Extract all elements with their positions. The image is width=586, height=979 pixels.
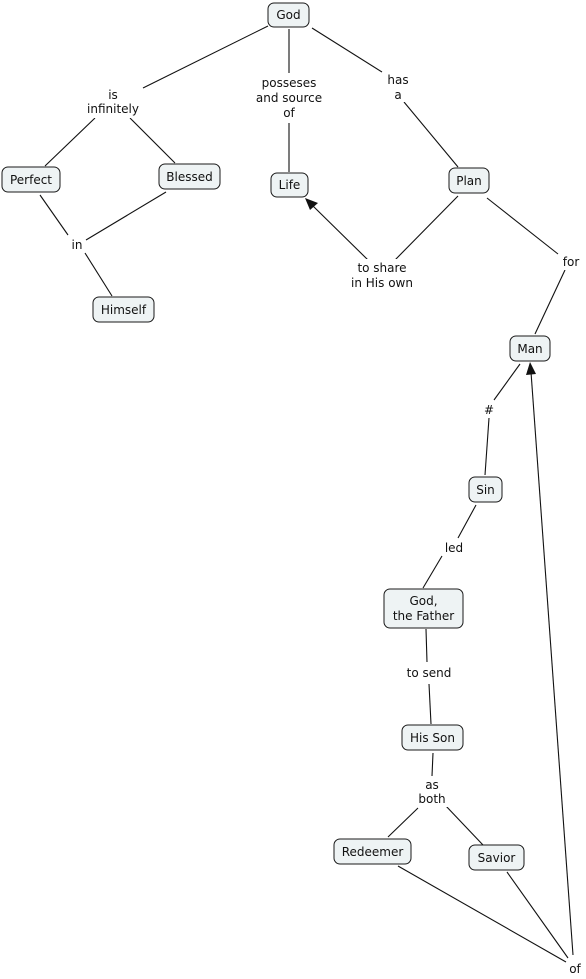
node-man[interactable]: Man xyxy=(509,335,551,362)
edge-god-is-infinitely xyxy=(142,25,269,89)
edge-has-a-plan xyxy=(403,101,459,168)
link-text: and source xyxy=(256,91,322,105)
link-text: both xyxy=(418,792,445,806)
link-text: as xyxy=(425,778,439,792)
link-text: posseses xyxy=(262,76,317,90)
edge-is-infinitely-blessed xyxy=(129,117,176,164)
link-text: of xyxy=(283,106,295,120)
edge-of-man xyxy=(530,371,574,956)
link-text: led xyxy=(445,541,463,555)
edge-as-both-savior xyxy=(444,804,484,846)
edge-god-has-a xyxy=(311,27,383,73)
edge-plan-for xyxy=(486,197,559,255)
edge-savior-of xyxy=(506,871,569,959)
link-text: # xyxy=(484,403,494,417)
node-plan[interactable]: Plan xyxy=(448,167,490,194)
edge-blessed-in xyxy=(85,191,167,241)
link-text: has xyxy=(387,73,408,87)
node-god-the-father[interactable]: God, the Father xyxy=(383,588,464,629)
node-himself[interactable]: Himself xyxy=(92,296,155,323)
node-label: God, xyxy=(409,594,437,608)
node-label: Perfect xyxy=(10,173,52,187)
edge-for-man xyxy=(534,269,566,335)
link-text: in His own xyxy=(351,276,413,290)
link-text: of xyxy=(569,962,581,976)
edge-sin-led xyxy=(457,504,477,539)
edge-is-infinitely-perfect xyxy=(44,117,96,167)
linking-phrases: is infinitely posseses and source of has… xyxy=(69,71,584,977)
node-label: God xyxy=(276,8,300,22)
node-sin[interactable]: Sin xyxy=(468,476,503,503)
node-label: the Father xyxy=(393,609,454,623)
node-label: Plan xyxy=(456,174,482,188)
node-label: Savior xyxy=(478,851,516,865)
link-for: for xyxy=(559,254,583,270)
node-blessed[interactable]: Blessed xyxy=(158,163,221,190)
node-perfect[interactable]: Perfect xyxy=(1,166,61,193)
edge-man-hash xyxy=(493,363,521,401)
link-text: for xyxy=(563,255,580,269)
link-text: is xyxy=(108,88,118,102)
node-label: Life xyxy=(279,178,301,192)
node-label: Himself xyxy=(101,303,147,317)
node-label: Sin xyxy=(476,483,495,497)
link-text: to send xyxy=(407,666,452,680)
node-label: Redeemer xyxy=(342,845,404,859)
edge-plan-to-share xyxy=(394,195,459,261)
edge-to-send-his-son xyxy=(428,683,432,725)
link-to-send: to send xyxy=(403,664,455,682)
connections xyxy=(39,25,574,963)
node-god[interactable]: God xyxy=(267,2,310,28)
concepts: God Perfect Blessed Life Plan Himself Ma… xyxy=(1,2,551,871)
link-text: infinitely xyxy=(87,102,139,116)
edge-his-son-as-both xyxy=(431,752,434,777)
arrow-to-man xyxy=(526,362,536,375)
link-of: of xyxy=(567,961,584,977)
edge-to-share-life xyxy=(312,205,369,261)
edge-led-god-father xyxy=(422,555,443,589)
link-hash: # xyxy=(482,402,496,418)
link-possesses: posseses and source of xyxy=(252,73,326,121)
edge-in-himself xyxy=(84,252,113,297)
link-led: led xyxy=(442,540,466,556)
node-life[interactable]: Life xyxy=(270,172,309,198)
link-as-both: as both xyxy=(415,776,449,807)
edge-hash-sin xyxy=(484,417,490,476)
edge-redeemer-of xyxy=(397,865,567,963)
link-is-infinitely: is infinitely xyxy=(84,85,142,118)
node-his-son[interactable]: His Son xyxy=(401,724,464,751)
node-savior[interactable]: Savior xyxy=(468,844,525,871)
node-label: Man xyxy=(517,342,542,356)
link-in: in xyxy=(69,237,85,253)
link-has-a: has a xyxy=(383,71,413,102)
edge-as-both-redeemer xyxy=(387,807,419,838)
node-label: Blessed xyxy=(166,170,212,184)
link-text: a xyxy=(394,88,401,102)
link-text: to share xyxy=(357,261,406,275)
link-text: in xyxy=(72,238,83,252)
node-redeemer[interactable]: Redeemer xyxy=(333,838,412,865)
edge-god-father-to-send xyxy=(425,628,428,663)
node-label: His Son xyxy=(410,731,455,745)
edge-perfect-in xyxy=(39,194,69,236)
link-to-share: to share in His own xyxy=(346,259,418,290)
arrow-to-life xyxy=(305,198,318,210)
